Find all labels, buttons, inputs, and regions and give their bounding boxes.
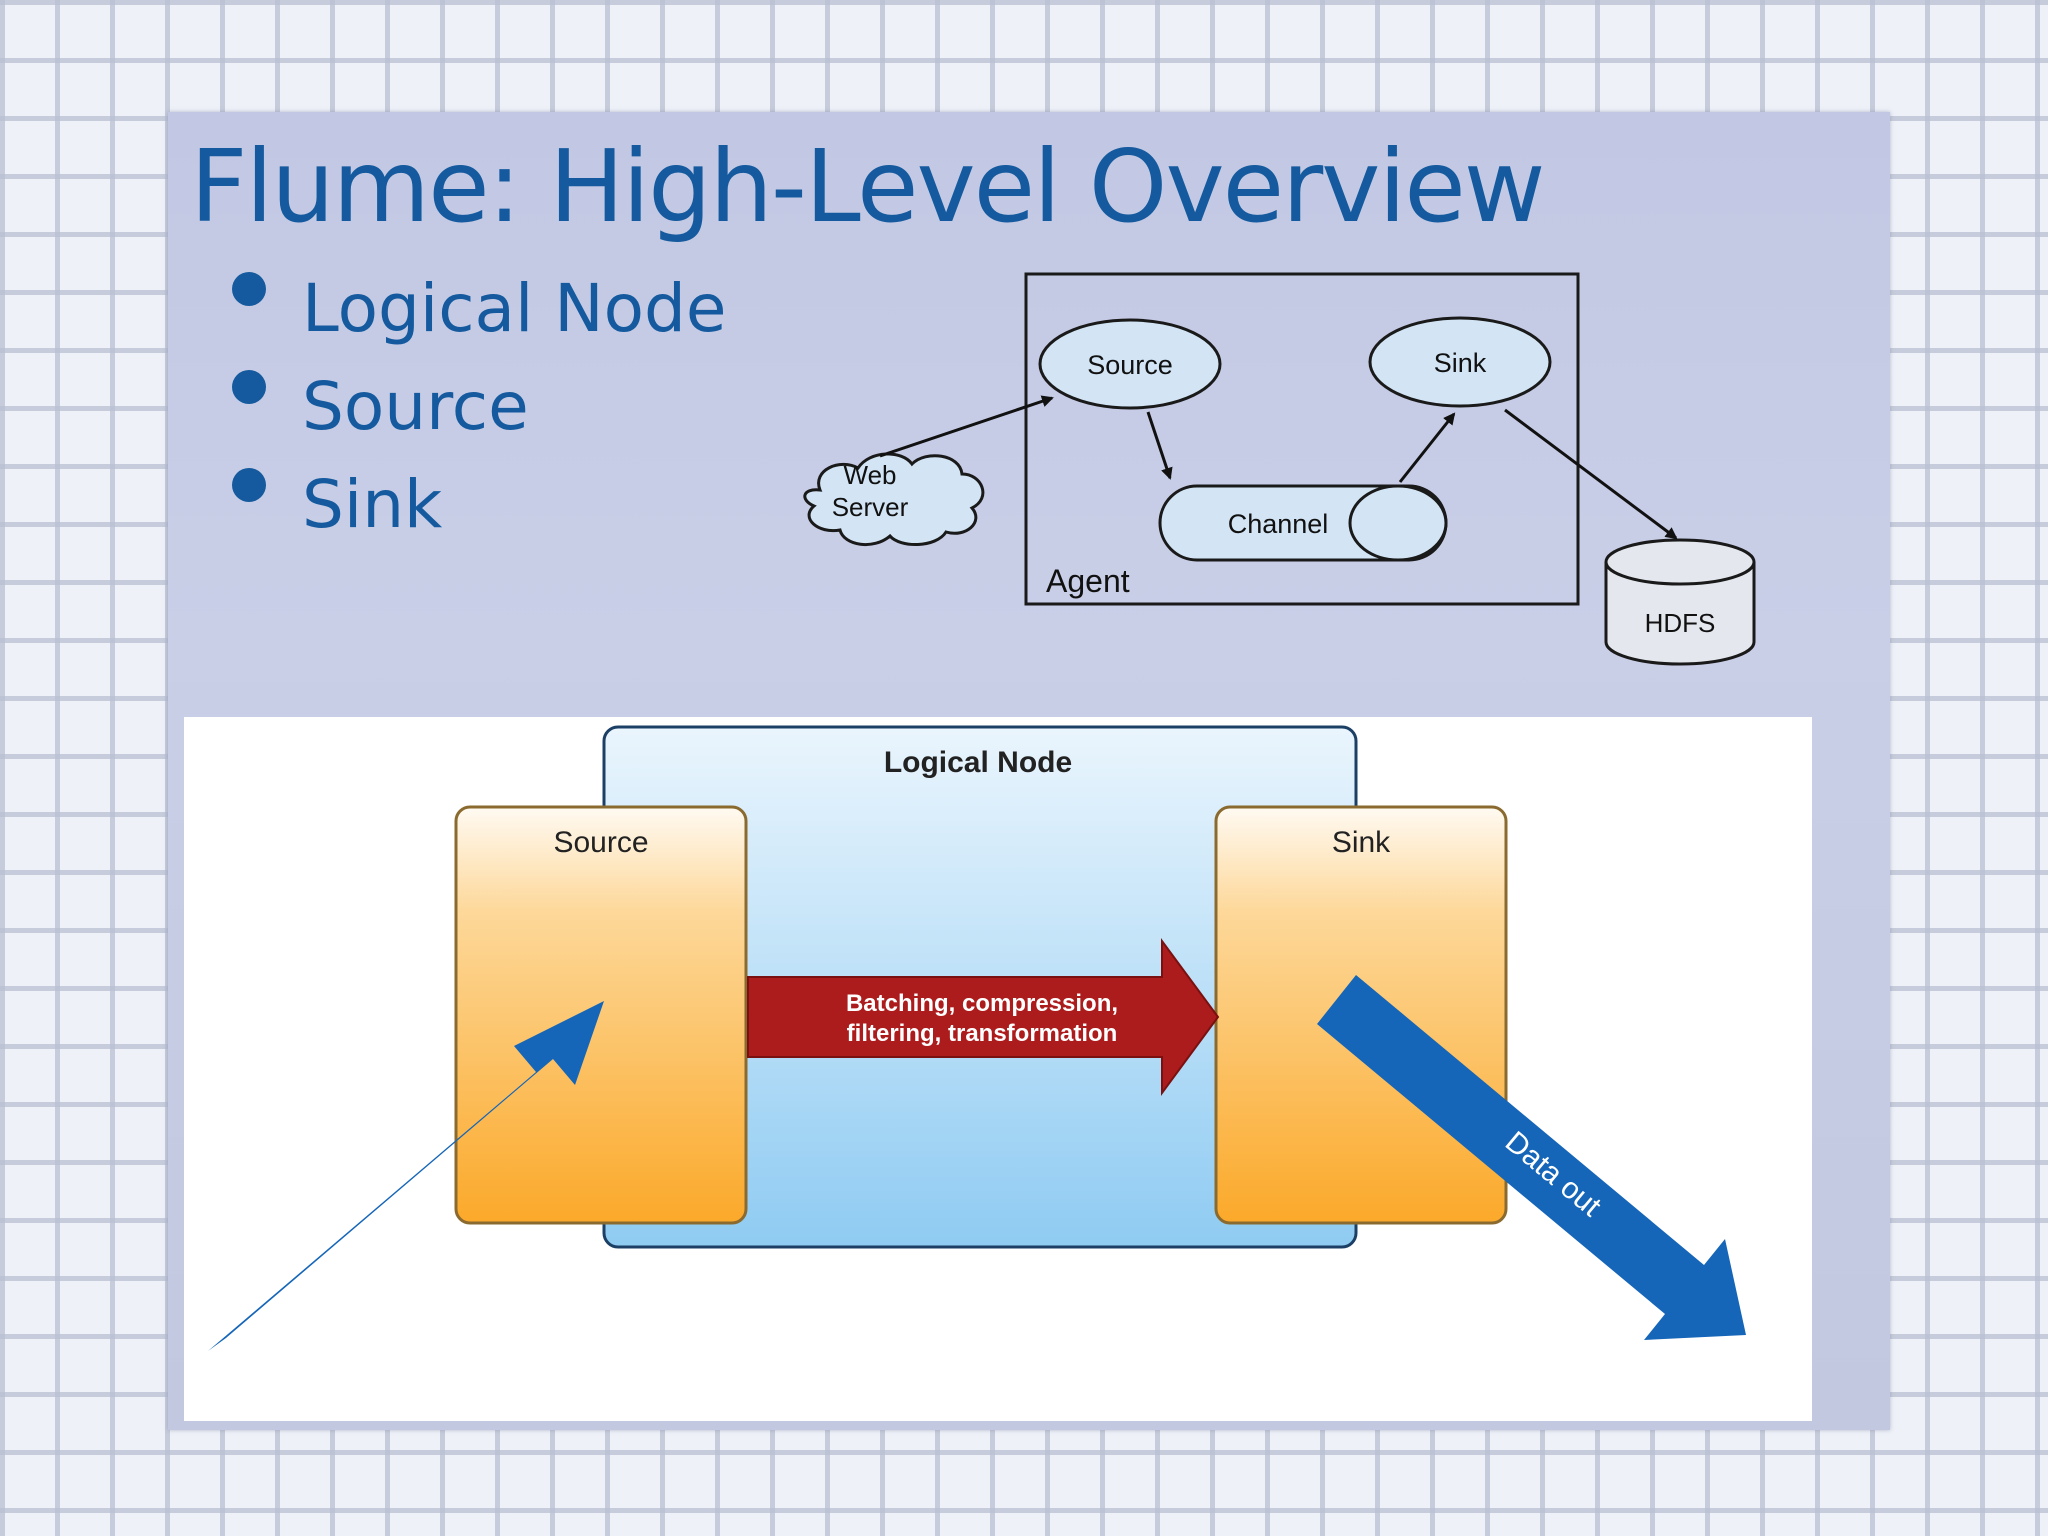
channel-node <box>1158 484 1448 562</box>
logical-node-diagram-panel: Logical Node Source Sink Batching, compr… <box>184 717 1812 1421</box>
bullet-text: Sink <box>302 466 443 543</box>
web-server-label-line1: Web <box>844 460 897 490</box>
process-label-line1: Batching, compression, <box>846 990 1118 1017</box>
sink-node-label: Sink <box>1434 348 1487 378</box>
hdfs-database-icon <box>1604 538 1756 666</box>
agent-box <box>1024 272 1580 606</box>
data-in-label: Data in <box>328 1149 422 1236</box>
logical-node-diagram: Logical Node Source Sink Batching, compr… <box>208 725 1746 1351</box>
process-label-line2: filtering, transformation <box>847 1020 1118 1047</box>
bullet-text: Source <box>302 368 529 445</box>
bullet-text: Logical Node <box>302 270 727 347</box>
web-server-label-line2: Server <box>832 492 909 522</box>
hdfs-label: HDFS <box>1645 608 1716 638</box>
channel-node-label: Channel <box>1228 509 1329 539</box>
arrow-webserver-to-source <box>879 395 1054 458</box>
source-node <box>1038 318 1222 410</box>
data-in-arrow <box>208 1001 604 1351</box>
arrow-sink-to-hdfs <box>1504 408 1678 540</box>
sink-stage-label: Sink <box>1332 826 1391 859</box>
agent-label: Agent <box>1046 563 1130 599</box>
source-node-label: Source <box>1087 350 1173 380</box>
source-stage <box>454 805 748 1225</box>
bullet-dot-icon <box>232 468 266 502</box>
slide-title: Flume: High-Level Overview <box>190 128 1546 245</box>
arrow-channel-to-sink <box>1398 412 1456 483</box>
process-arrow <box>747 937 1220 1097</box>
bullet-dot-icon <box>232 370 266 404</box>
arrow-source-to-channel <box>1146 411 1173 480</box>
agent-diagram: Agent Source Sink Channel Web Server HDF… <box>803 272 1756 666</box>
bullet-dot-icon <box>232 272 266 306</box>
data-out-arrow <box>1317 975 1746 1340</box>
sink-node <box>1368 316 1552 408</box>
logical-node-title: Logical Node <box>884 746 1072 779</box>
source-stage-label: Source <box>553 826 648 859</box>
